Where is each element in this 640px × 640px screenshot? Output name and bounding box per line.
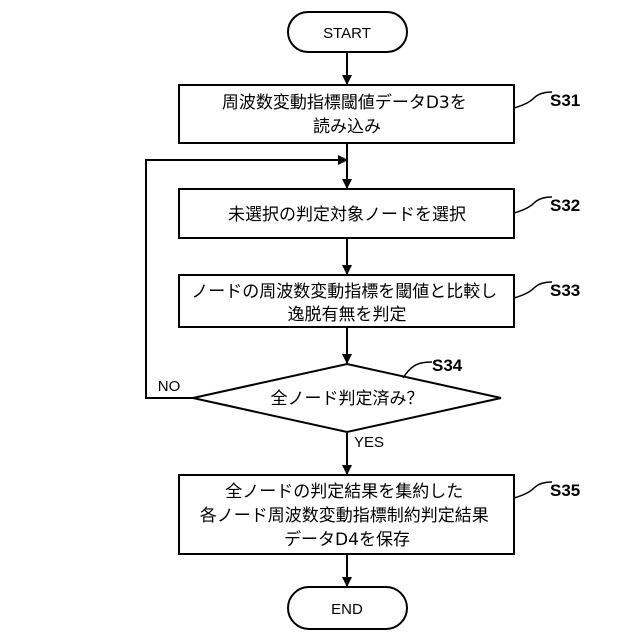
decision-s34-leader [403,362,432,378]
edge-label-no: NO [158,378,181,395]
step-s35: 全ノードの判定結果を集約した 各ノード周波数変動指標制約判定結果 データD4を保… [179,475,580,554]
step-s33-id: S33 [550,281,580,300]
step-s33-line-2: 逸脱有無を判定 [288,305,407,325]
decision-s34-id: S34 [432,356,463,375]
step-s32-leader [514,197,552,213]
start-terminal: START [288,12,407,52]
step-s31: 周波数変動指標閾値データD3を 読み込み S31 [179,85,580,143]
step-s32: 未選択の判定対象ノードを選択 S32 [179,189,580,238]
edge-label-yes: YES [354,434,384,451]
decision-s34-text: 全ノード判定済み？ [271,389,424,409]
start-label: START [323,25,371,42]
step-s35-line-2: 各ノード周波数変動指標制約判定結果 [200,506,489,526]
decision-s34: 全ノード判定済み？ S34 [193,356,501,432]
step-s31-line-2: 読み込み [313,117,381,137]
step-s31-line-1: 周波数変動指標閾値データD3を [222,92,467,113]
step-s35-line-3: データD4を保存 [284,529,410,550]
step-s35-leader [514,482,552,498]
step-s33-line-1: ノードの周波数変動指標を閾値と比較し [191,282,497,302]
end-terminal: END [288,587,407,629]
step-s33: ノードの周波数変動指標を閾値と比較し 逸脱有無を判定 S33 [179,275,580,327]
step-s35-id: S35 [550,481,580,500]
end-label: END [331,601,363,618]
step-s32-line-1: 未選択の判定対象ノードを選択 [228,205,466,225]
step-s31-id: S31 [550,91,580,110]
step-s31-leader [514,92,552,108]
step-s32-id: S32 [550,196,580,215]
step-s33-leader [514,282,552,298]
step-s35-line-1: 全ノードの判定結果を集約した [225,482,463,502]
